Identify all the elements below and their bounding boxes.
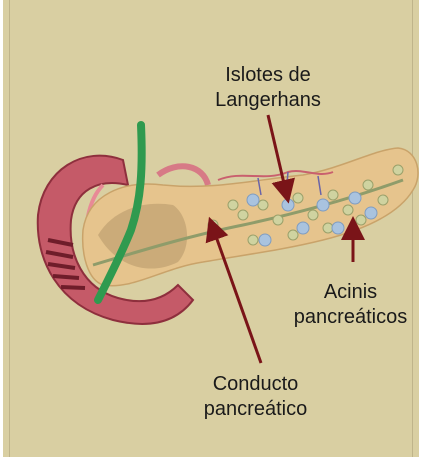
islets-label-line2: Langerhans [208, 88, 328, 113]
islets-label: Islotes de Langerhans [208, 63, 328, 113]
islets-label-line1: Islotes de [208, 63, 328, 88]
duct-label-line2: pancreático [193, 397, 318, 422]
acini-label-line1: Acinis [288, 280, 413, 305]
duct-label: Conducto pancreático [193, 372, 318, 422]
acini-label-line2: pancreáticos [288, 305, 413, 330]
duct-label-line1: Conducto [193, 372, 318, 397]
acini-label: Acinis pancreáticos [288, 280, 413, 330]
